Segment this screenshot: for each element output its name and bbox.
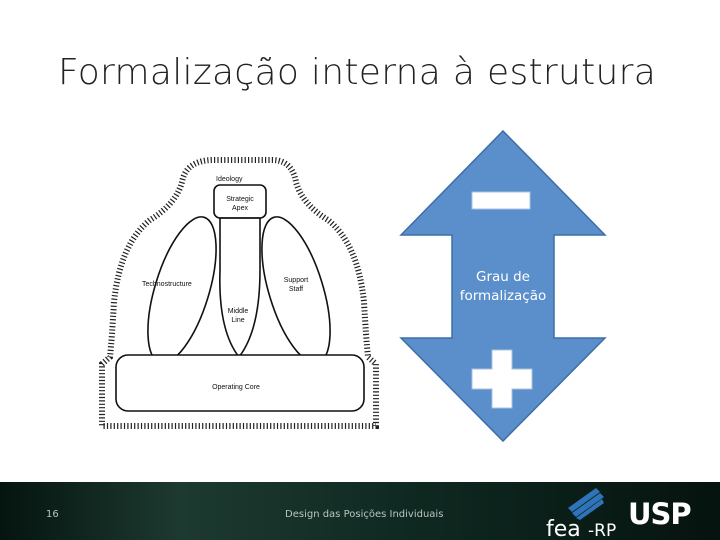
ideology-border — [99, 157, 379, 429]
formalization-degree-label: Grau de formalização — [459, 269, 547, 304]
operating-core-label: Operating Core — [212, 384, 260, 391]
footer-bar: 16 Design das Posições Individuais fea -… — [0, 482, 720, 540]
fea-rp-logo: fea -RP — [546, 488, 616, 540]
svg-text:-RP: -RP — [588, 521, 616, 540]
ideology-label: Ideology — [216, 176, 243, 183]
middle-line-label: Line — [231, 317, 244, 324]
svg-text:USP: USP — [628, 498, 691, 528]
formalization-arrow — [399, 129, 607, 443]
strategic-apex-label: Strategic — [226, 196, 254, 203]
double-arrow-shape — [399, 129, 607, 443]
footer-text: Design das Posições Individuais — [285, 509, 444, 520]
strategic-apex-label: Apex — [232, 205, 248, 212]
technostructure-label: Technostructure — [142, 281, 192, 288]
page-number: 16 — [46, 509, 59, 520]
usp-logo: USP — [628, 498, 692, 528]
technostructure-ellipse — [147, 216, 217, 364]
mintzberg-diagram: Ideology Strategic Apex Technostructure … — [99, 157, 379, 429]
middle-line-label: Middle — [228, 308, 249, 315]
support-staff-label: Support — [284, 277, 309, 284]
middle-line-shape — [219, 217, 261, 359]
minus-icon — [471, 191, 531, 210]
support-staff-label: Staff — [289, 286, 303, 293]
slide-title: Formalização interna à estrutura — [58, 52, 657, 93]
plus-icon — [471, 349, 533, 409]
svg-text:fea: fea — [546, 517, 581, 540]
operating-core-box — [115, 354, 365, 412]
